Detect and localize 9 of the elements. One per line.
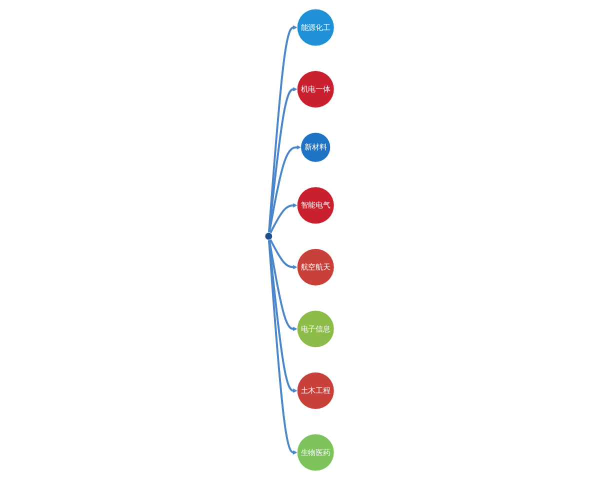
node-circle [265,232,274,240]
arrow [268,25,298,233]
arrow [268,145,302,233]
arrow [270,203,298,234]
arrow [268,240,298,455]
arrow [268,87,298,233]
arrow [268,240,298,332]
arrow [268,240,298,393]
arrow [270,239,298,270]
